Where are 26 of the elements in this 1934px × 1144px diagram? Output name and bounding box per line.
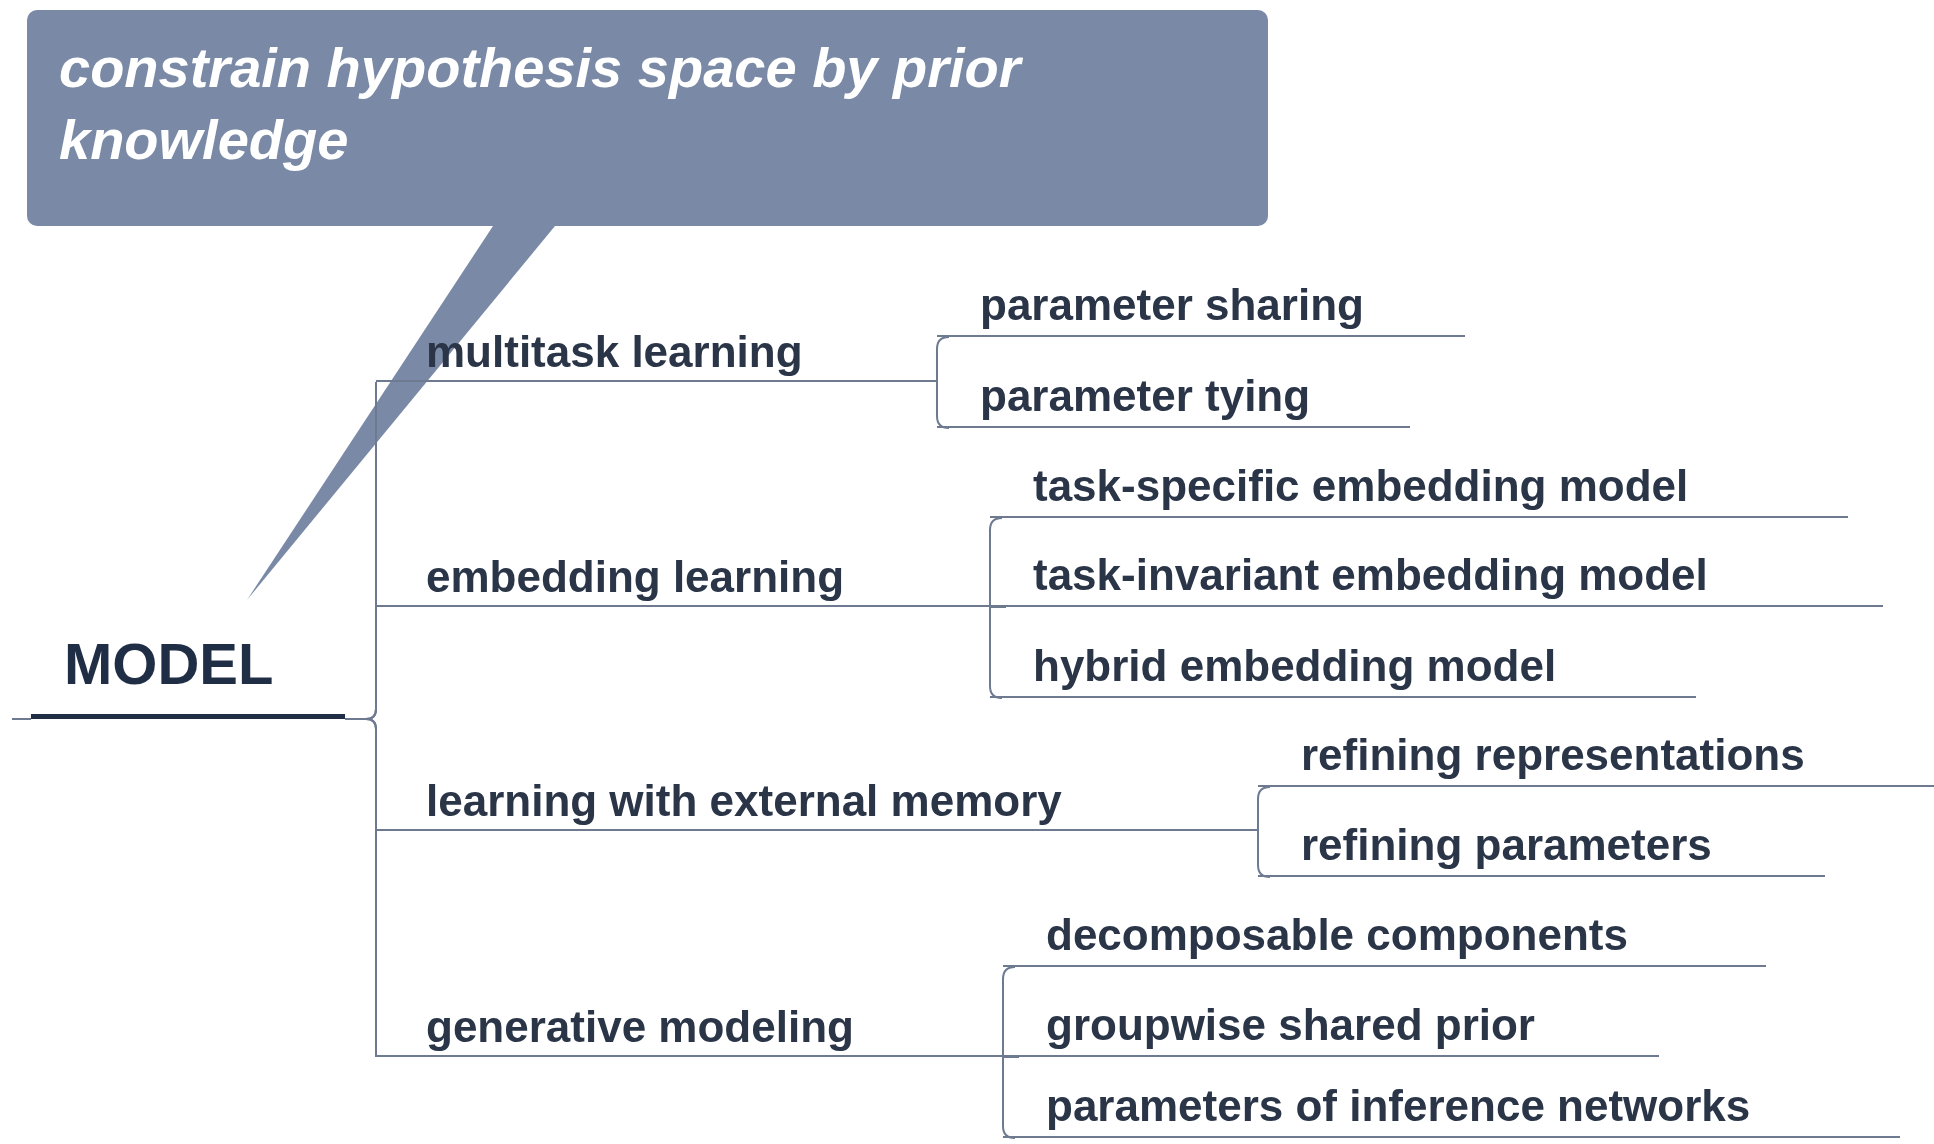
connector-line <box>936 381 950 429</box>
branch-topic: embedding learning <box>376 543 990 607</box>
connector-line <box>936 336 950 383</box>
connector-line <box>988 606 1007 608</box>
connector-line <box>1002 966 1016 1058</box>
subtopic: refining representations <box>1258 723 1934 787</box>
subtopic: parameter sharing <box>937 273 1465 337</box>
branch-topic: generative modeling <box>376 993 1003 1057</box>
subtopic: parameters of inference networks <box>1003 1074 1900 1138</box>
subtopic: hybrid embedding model <box>990 634 1696 698</box>
connector-line <box>344 718 377 1058</box>
subtopic: parameter tying <box>937 364 1410 428</box>
root-topic: MODEL <box>31 612 345 719</box>
subtopic: task-invariant embedding model <box>990 543 1883 607</box>
connector-line <box>1257 830 1271 878</box>
subtopic: task-specific embedding model <box>990 454 1848 518</box>
callout-pointer <box>247 226 555 600</box>
connector-line <box>1001 1056 1020 1058</box>
subtopic: refining parameters <box>1258 813 1825 877</box>
connector-line <box>1002 1056 1016 1139</box>
subtopic: groupwise shared prior <box>1003 993 1659 1057</box>
connector-line <box>989 606 1003 699</box>
subtopic: decomposable components <box>1003 903 1766 967</box>
branch-topic: learning with external memory <box>376 767 1258 831</box>
connector-line <box>989 517 1003 608</box>
connector-line <box>1257 786 1271 832</box>
